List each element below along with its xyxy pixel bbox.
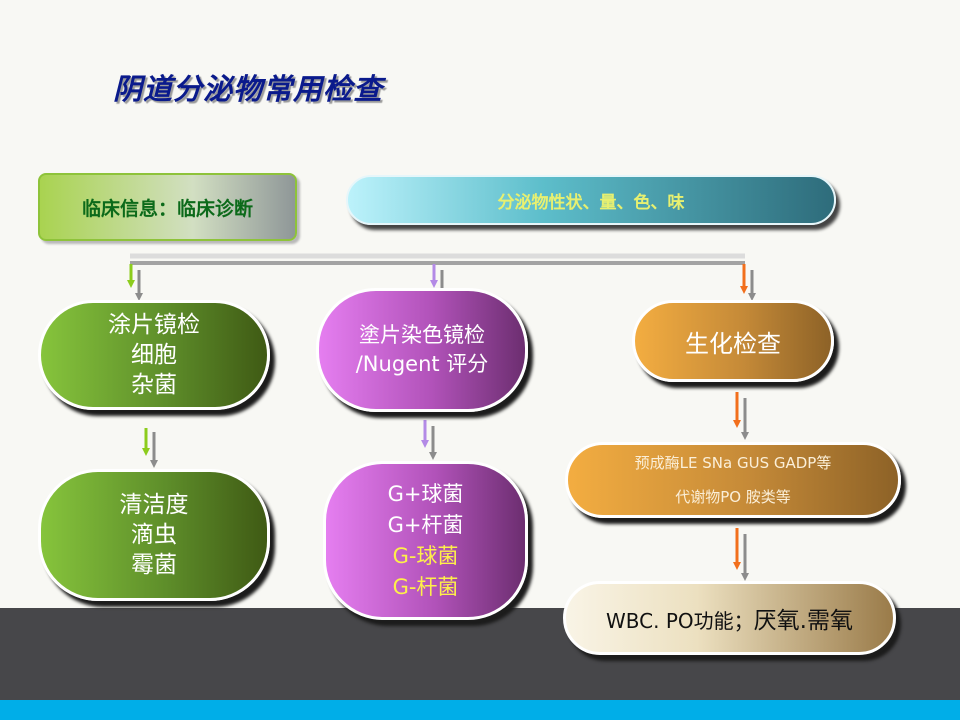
- trich-line-2: 滴虫: [131, 522, 177, 548]
- gram-line-2: G+杆菌: [387, 512, 464, 537]
- smear-line-2: 细胞: [131, 342, 177, 368]
- enzyme-metabolite-box: 预成酶LE SNa GUS GADP等 代谢物PO 胺类等: [565, 442, 901, 518]
- stain-line-1: 塗片染色镜检: [359, 323, 485, 347]
- clinical-info-box: 临床信息：临床诊断: [38, 173, 297, 241]
- trich-line-1: 清洁度: [119, 492, 189, 518]
- trich-line-3: 霉菌: [131, 552, 177, 578]
- wbc-label: WBC. PO功能；厌氧.需氧: [606, 601, 853, 635]
- wbc-label-part1: WBC. PO功能；: [606, 609, 754, 633]
- gram-result-box: G+球菌 G+杆菌 G-球菌 G-杆菌: [323, 461, 528, 620]
- enzyme-line-1: 预成酶LE SNa GUS GADP等: [634, 454, 832, 472]
- biochem-test-box: 生化检查: [632, 300, 834, 382]
- biochem-label: 生化检查: [685, 329, 781, 358]
- gram-line-3: G-球菌: [392, 543, 459, 568]
- slide-title: 阴道分泌物常用检查: [113, 72, 384, 106]
- smear-line-1: 涂片镜检: [108, 312, 200, 338]
- clinical-info-label: 临床信息：临床诊断: [81, 197, 253, 220]
- cleanliness-box: 清洁度 滴虫 霉菌: [38, 469, 270, 601]
- smear-microscopy-box: 涂片镜检 细胞 杂菌: [38, 300, 270, 410]
- wbc-function-box: WBC. PO功能；厌氧.需氧: [563, 581, 896, 655]
- footer-band-blue: [0, 700, 960, 720]
- stain-line-2: /Nugent 评分: [355, 352, 489, 376]
- enzyme-line-2: 代谢物PO 胺类等: [675, 488, 791, 506]
- smear-line-3: 杂菌: [131, 372, 177, 398]
- gram-line-1: G+球菌: [387, 481, 464, 506]
- secretion-traits-box: 分泌物性状、量、色、味: [346, 175, 836, 225]
- stain-microscopy-box: 塗片染色镜检 /Nugent 评分: [316, 288, 528, 412]
- wbc-label-part2: 厌氧.需氧: [753, 608, 853, 634]
- secretion-traits-label: 分泌物性状、量、色、味: [497, 192, 685, 213]
- gram-line-4: G-杆菌: [392, 574, 459, 599]
